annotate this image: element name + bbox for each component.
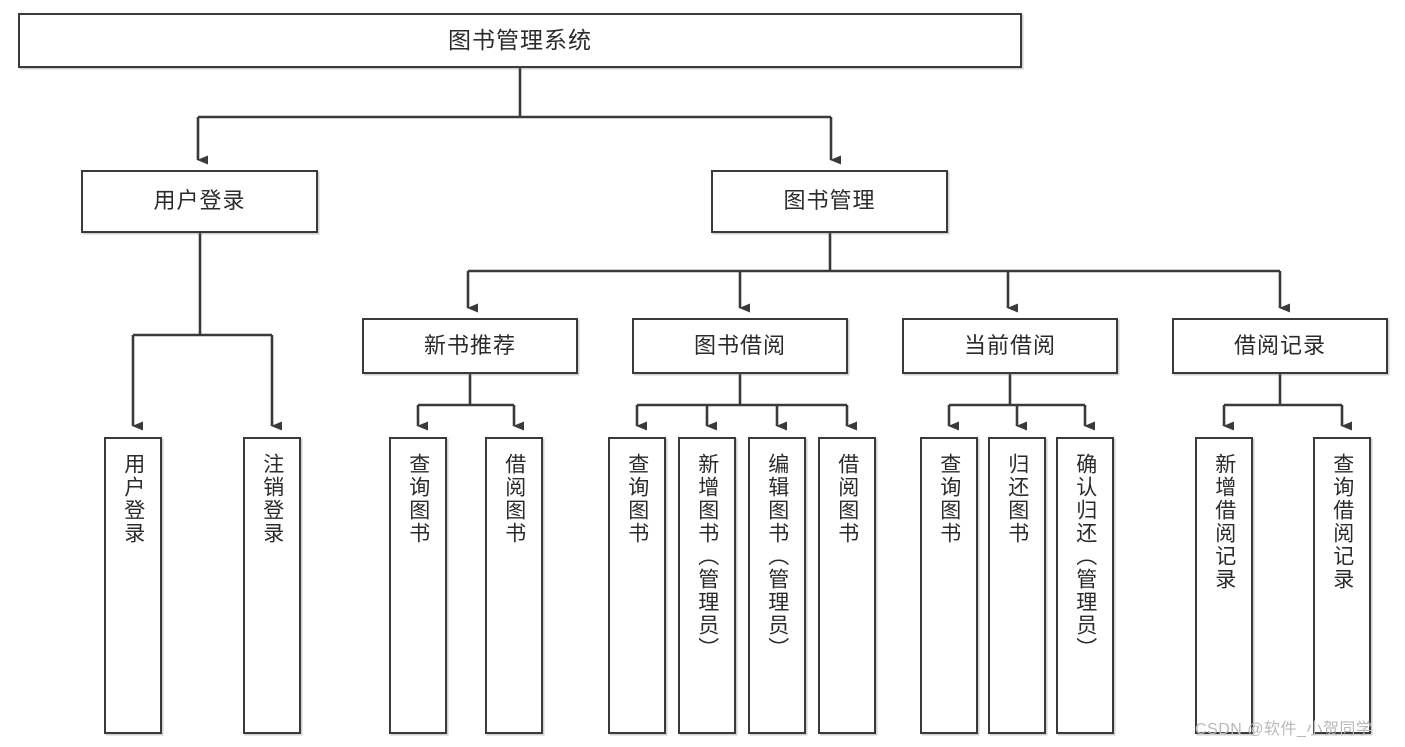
node-label: 新增图书（管理员） [695,453,719,660]
node-leaf-edit-book-admin[interactable]: 编辑图书（管理员） [748,437,806,734]
node-leaf-borrow-book-recommend[interactable]: 借阅图书 [485,437,543,734]
node-new-book-recommend[interactable]: 新书推荐 [362,318,578,374]
node-leaf-query-book-borrow[interactable]: 查询图书 [608,437,666,734]
node-label: 新增借阅记录 [1212,453,1236,591]
node-label: 查询图书 [625,453,649,545]
node-leaf-query-book-current[interactable]: 查询图书 [920,437,978,734]
node-leaf-return-book[interactable]: 归还图书 [988,437,1046,734]
node-user-login[interactable]: 用户登录 [81,170,318,233]
node-leaf-confirm-return-admin[interactable]: 确认归还（管理员） [1056,437,1114,734]
node-label: 用户登录 [121,453,145,545]
node-label: 编辑图书（管理员） [765,453,789,660]
node-leaf-borrow-book[interactable]: 借阅图书 [818,437,876,734]
node-book-management[interactable]: 图书管理 [711,170,948,233]
node-book-borrow[interactable]: 图书借阅 [632,318,848,374]
csdn-watermark: CSDN @软件_小贺同学 [1195,721,1373,738]
node-label: 图书管理系统 [448,26,592,53]
node-label: 借阅图书 [835,453,859,545]
node-leaf-user-login[interactable]: 用户登录 [104,437,162,734]
node-label: 归还图书 [1005,453,1029,545]
node-label: 借阅图书 [502,453,526,545]
node-label: 当前借阅 [963,332,1056,358]
node-borrow-record[interactable]: 借阅记录 [1172,318,1388,374]
node-leaf-query-book-recommend[interactable]: 查询图书 [389,437,447,734]
node-label: 用户登录 [153,188,246,214]
node-leaf-logout[interactable]: 注销登录 [243,437,301,734]
node-label: 新书推荐 [423,332,516,358]
node-leaf-query-borrow-record[interactable]: 查询借阅记录 [1313,437,1371,734]
node-label: 借阅记录 [1233,332,1326,358]
node-label: 查询图书 [937,453,961,545]
node-label: 图书管理 [783,188,876,214]
node-label: 图书借阅 [693,332,786,358]
node-label: 查询图书 [406,453,430,545]
node-label: 确认归还（管理员） [1073,453,1097,660]
node-leaf-add-book-admin[interactable]: 新增图书（管理员） [678,437,736,734]
node-current-borrow[interactable]: 当前借阅 [902,318,1118,374]
node-label: 查询借阅记录 [1330,453,1354,591]
node-root-book-management-system[interactable]: 图书管理系统 [18,13,1022,68]
node-label: 注销登录 [260,453,284,545]
node-leaf-add-borrow-record[interactable]: 新增借阅记录 [1195,437,1253,734]
